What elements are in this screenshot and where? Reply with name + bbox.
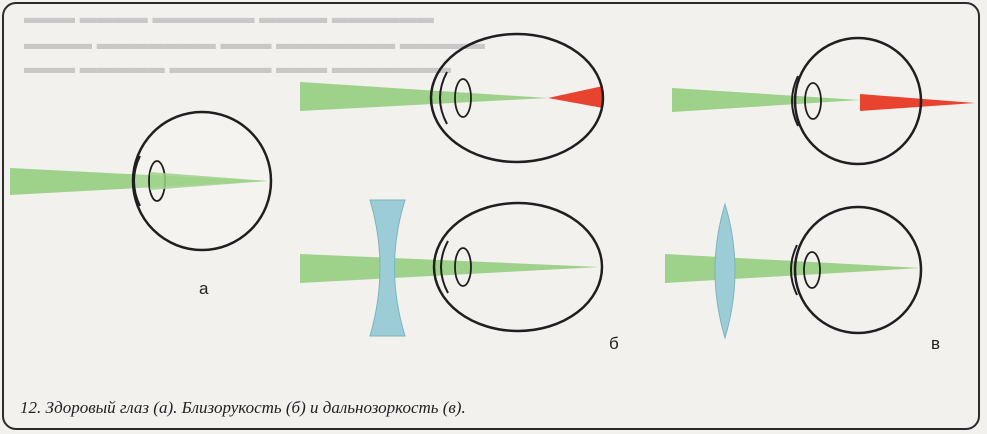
label-v: в bbox=[931, 334, 940, 354]
focus-overshoot-myopia bbox=[548, 86, 603, 108]
light-beam-hyperopia bbox=[672, 88, 860, 112]
panel-hyperopia-uncorrected bbox=[672, 38, 975, 164]
label-b: б bbox=[609, 334, 619, 354]
panel-myopia-uncorrected bbox=[300, 34, 603, 162]
convex-corrective-lens bbox=[715, 204, 735, 338]
focus-behind-hyperopia bbox=[860, 94, 975, 111]
figure-caption: 12. Здоровый глаз (а). Близорукость (б) … bbox=[20, 398, 466, 418]
label-a: а bbox=[199, 279, 208, 299]
light-beam-myopia-corrected bbox=[300, 254, 600, 283]
light-beam-myopia bbox=[300, 82, 548, 111]
panel-normal-eye bbox=[10, 112, 271, 250]
panel-hyperopia-corrected bbox=[665, 204, 921, 338]
panel-myopia-corrected bbox=[300, 200, 602, 336]
